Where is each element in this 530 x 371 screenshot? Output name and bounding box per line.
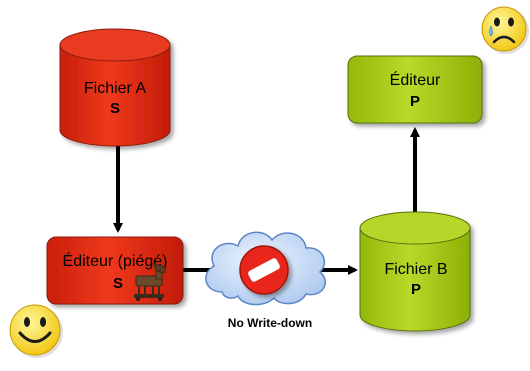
fichier-b-cylinder [359, 211, 471, 332]
smiley-happy-icon [9, 304, 63, 358]
fichier-a-level: S [110, 100, 120, 117]
editeur-name: Éditeur [390, 70, 441, 89]
editeur-piege-level: S [113, 275, 123, 292]
trojan-horse-icon [134, 263, 167, 301]
fichier-a-cylinder [59, 28, 171, 147]
editeur-piege-name: Éditeur (piégé) [63, 251, 168, 270]
editeur-box [347, 55, 483, 124]
fichier-b-level: P [411, 281, 421, 298]
no-entry-icon [239, 245, 289, 295]
blocked-flow-label: No Write-down [228, 316, 312, 330]
fichier-b-name: Fichier B [384, 261, 447, 278]
fichier-a-name: Fichier A [84, 80, 147, 97]
smiley-sad-icon [481, 6, 529, 54]
editeur-level: P [410, 93, 420, 110]
editeur-piege-box [46, 236, 184, 305]
